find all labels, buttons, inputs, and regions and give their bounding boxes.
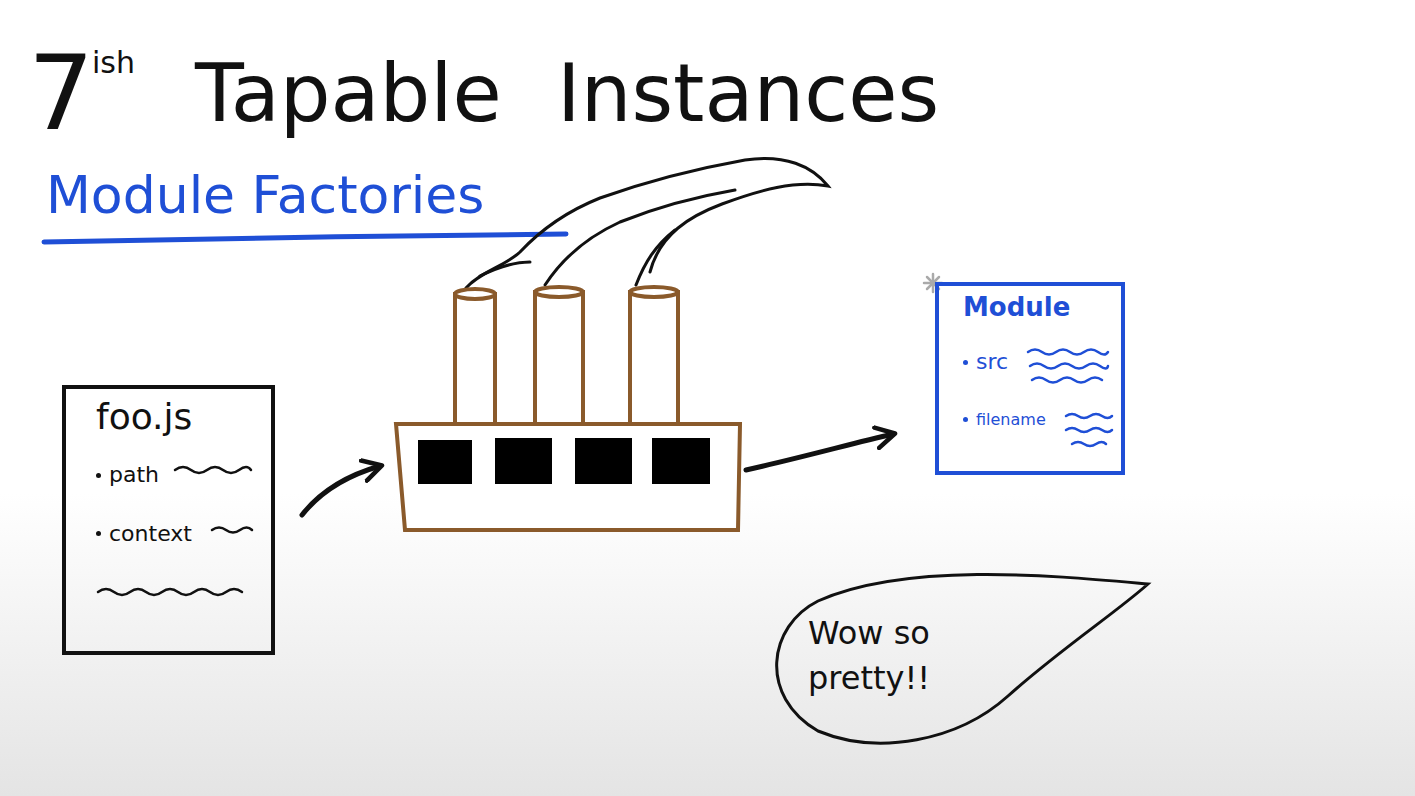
heading: Tapable Instances bbox=[195, 48, 939, 140]
bullet bbox=[963, 417, 968, 422]
bubble-outline bbox=[758, 566, 1150, 748]
bullet bbox=[963, 360, 968, 365]
bullet bbox=[96, 473, 101, 478]
speech-text: Wow so pretty!! bbox=[808, 611, 978, 701]
text-row: context bbox=[96, 521, 257, 547]
text-row: filename bbox=[963, 410, 1109, 429]
superscript: ish bbox=[92, 46, 135, 81]
field-name: path bbox=[109, 462, 159, 488]
field-name: filename bbox=[976, 410, 1046, 429]
smoke bbox=[466, 158, 828, 288]
text-row: foo.js bbox=[96, 395, 257, 438]
text-row: Module bbox=[963, 292, 1109, 323]
input-arrow bbox=[302, 466, 380, 515]
bubble-outline-path bbox=[777, 574, 1148, 743]
module-card: Module src filename bbox=[935, 282, 1125, 475]
text-row: src bbox=[963, 349, 1109, 375]
field-name: src bbox=[976, 349, 1008, 375]
file-name: foo.js bbox=[96, 395, 192, 438]
number: 7 bbox=[28, 34, 94, 154]
factory-windows bbox=[418, 438, 710, 484]
speech-bubble: Wow so pretty!! bbox=[758, 566, 1150, 748]
subtitle: Module Factories bbox=[46, 166, 484, 226]
bullet bbox=[96, 531, 101, 536]
field-name: context bbox=[109, 521, 192, 547]
underline bbox=[44, 234, 566, 242]
factory bbox=[396, 287, 740, 530]
text-row: path bbox=[96, 462, 257, 488]
output-arrow bbox=[746, 434, 893, 470]
squiggles bbox=[1028, 350, 1112, 447]
file-card: foo.js path context bbox=[62, 385, 275, 655]
text-row: Wow so pretty!! bbox=[808, 611, 1130, 701]
card-heading: Module bbox=[963, 292, 1070, 323]
